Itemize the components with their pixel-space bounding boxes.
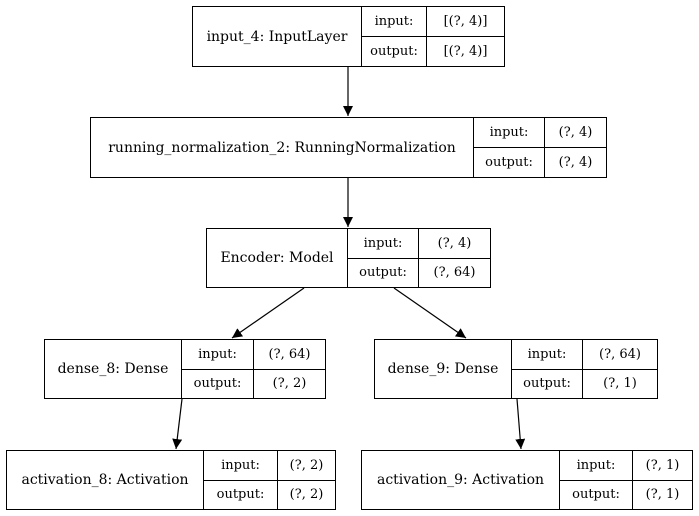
input-label: input: [198,346,237,362]
output-label: output: [560,479,632,510]
input-shape: (?, 64) [599,346,641,362]
node-title: Encoder: Model [207,229,348,287]
edge-encoder-to-dense8 [231,287,305,339]
input-label: input: [489,125,529,140]
input-label: input: [374,14,414,29]
input-shape: (?, 4) [437,235,472,251]
node-activation-9: activation_9: Activation input: output: … [361,450,693,510]
node-dense-8: dense_8: Dense input: output: (?, 64) (?… [44,339,326,399]
output-label: output: [474,147,544,177]
node-title: dense_9: Dense [375,340,512,398]
node-input-4: input_4: InputLayer input: output: [(?, … [192,6,505,67]
input-label: input: [576,457,616,473]
output-shape: (?, 1) [633,479,692,510]
output-label: output: [204,479,277,510]
node-title: activation_8: Activation [7,451,204,509]
output-label: output: [182,368,253,399]
output-shape: (?, 4) [545,147,606,177]
input-shape: (?, 64) [268,346,311,362]
input-shape: [(?, 4)] [443,14,488,29]
edge-encoder-to-dense9 [393,287,467,339]
output-shape: [(?, 4)] [427,36,504,66]
input-shape: (?, 2) [289,457,324,473]
input-label: input: [363,235,403,251]
node-encoder: Encoder: Model input: output: (?, 4) (?,… [206,228,491,288]
output-shape: (?, 2) [254,368,325,399]
edge-dense9-to-activation9 [515,398,526,450]
node-dense-9: dense_9: Dense input: output: (?, 64) (?… [374,339,658,399]
node-title: input_4: InputLayer [193,7,362,66]
input-label: input: [527,346,567,362]
output-shape: (?, 2) [278,479,335,510]
node-title: running_normalization_2: RunningNormaliz… [91,118,474,177]
edge-dense8-to-activation8 [172,398,183,450]
output-shape: (?, 64) [419,257,490,288]
input-label: input: [221,457,260,473]
output-label: output: [348,257,418,288]
output-label: output: [512,368,582,399]
input-shape: (?, 4) [558,125,593,140]
output-shape: (?, 1) [583,368,657,399]
node-title: dense_8: Dense [45,340,182,398]
node-title: activation_9: Activation [362,451,560,509]
node-running-normalization-2: running_normalization_2: RunningNormaliz… [90,117,607,178]
node-activation-8: activation_8: Activation input: output: … [6,450,336,510]
input-shape: (?, 1) [645,457,680,473]
output-label: output: [362,36,426,66]
